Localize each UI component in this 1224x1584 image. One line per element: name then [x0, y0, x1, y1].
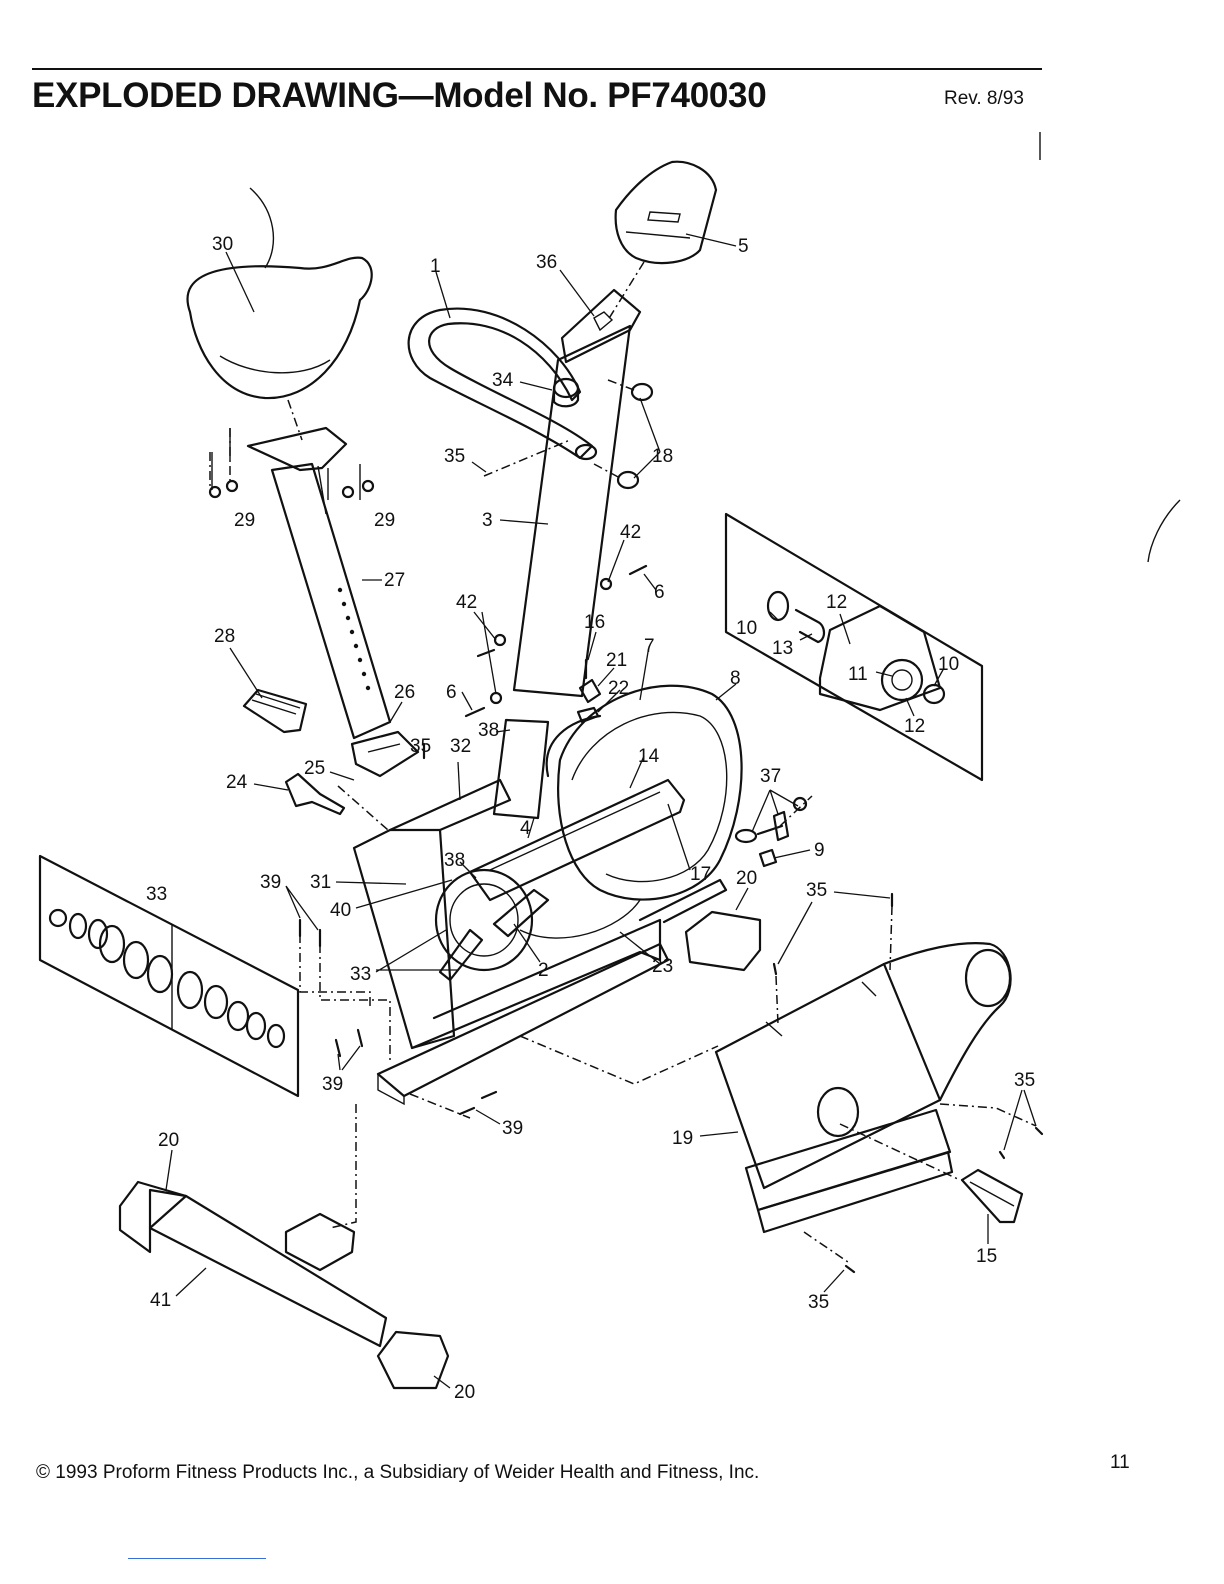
callout-13: 13 — [772, 638, 793, 659]
callout-39-upper: 39 — [260, 872, 281, 893]
part-rear-stabilizer — [120, 1182, 448, 1388]
callout-9: 9 — [814, 840, 825, 861]
callout-20-bottom: 20 — [454, 1382, 475, 1403]
assembly-lines — [210, 428, 1036, 1262]
callout-20-left: 20 — [158, 1130, 179, 1151]
callout-28: 28 — [214, 626, 235, 647]
part-tension-knob — [554, 379, 578, 406]
callout-29-left: 29 — [234, 510, 255, 531]
copyright-footer: © 1993 Proform Fitness Products Inc., a … — [36, 1462, 759, 1484]
callout-42-upper: 42 — [620, 522, 641, 543]
part-screws — [300, 744, 1042, 1272]
callout-labels: 30 1 36 5 34 35 18 29 29 3 42 27 6 42 12… — [146, 234, 1035, 1403]
callout-6-left: 6 — [446, 682, 457, 703]
callout-21: 21 — [606, 650, 627, 671]
callout-39-lower: 39 — [502, 1118, 523, 1139]
callout-30: 30 — [212, 234, 233, 255]
part-flywheel-cover — [547, 686, 742, 900]
callout-37: 37 — [760, 766, 781, 787]
callout-32: 32 — [450, 736, 471, 757]
part-seat-knob — [286, 774, 344, 814]
callout-36: 36 — [536, 252, 557, 273]
callout-23: 23 — [652, 956, 673, 977]
callout-42-lower: 42 — [456, 592, 477, 613]
callout-6-right: 6 — [654, 582, 665, 603]
part-end-cap-right — [686, 912, 760, 970]
part-left-pedal — [244, 690, 306, 732]
callout-10-right: 10 — [938, 654, 959, 675]
part-belt — [520, 900, 640, 938]
callout-35-bottom: 35 — [808, 1292, 829, 1313]
callout-16: 16 — [584, 612, 605, 633]
callout-38-upper: 38 — [478, 720, 499, 741]
callout-18: 18 — [652, 446, 673, 467]
callout-3: 3 — [482, 510, 493, 531]
page-number: 11 — [1110, 1452, 1130, 1474]
callout-25: 25 — [304, 758, 325, 779]
callout-41: 41 — [150, 1290, 171, 1311]
callout-15: 15 — [976, 1246, 997, 1267]
callout-12-upper: 12 — [826, 592, 847, 613]
margin-mark — [1148, 500, 1180, 562]
callout-33-frame: 33 — [350, 964, 371, 985]
callout-38-lower: 38 — [444, 850, 465, 871]
callout-26: 26 — [394, 682, 415, 703]
callout-12-lower: 12 — [904, 716, 925, 737]
part-chain-guard — [470, 780, 684, 900]
callout-27: 27 — [384, 570, 405, 591]
callout-11: 11 — [848, 664, 868, 685]
callout-1: 1 — [430, 256, 441, 277]
part-seat-knob-bracket — [352, 732, 418, 776]
callout-2: 2 — [538, 960, 549, 981]
callout-40: 40 — [330, 900, 351, 921]
part-computer — [616, 162, 716, 263]
callout-7: 7 — [644, 636, 655, 657]
part-flywheel-hardware — [736, 798, 806, 866]
part-side-cover — [716, 943, 1011, 1232]
callout-19: 19 — [672, 1128, 693, 1149]
callout-34: 34 — [492, 370, 514, 391]
callout-35-side: 35 — [1014, 1070, 1035, 1091]
callout-20-right: 20 — [736, 868, 757, 889]
part-seat-post — [272, 464, 390, 738]
part-seat-bracket — [210, 428, 373, 500]
callout-31: 31 — [310, 872, 331, 893]
callout-39-left: 39 — [322, 1074, 343, 1095]
callout-22: 22 — [608, 678, 629, 699]
callout-4: 4 — [520, 818, 531, 839]
callout-33-inset: 33 — [146, 884, 167, 905]
part-main-frame — [354, 780, 726, 1104]
callout-24: 24 — [226, 772, 248, 793]
callout-35-upper: 35 — [444, 446, 465, 467]
part-seat — [188, 188, 372, 398]
callout-5: 5 — [738, 236, 749, 257]
callout-10-left: 10 — [736, 618, 757, 639]
part-end-caps — [618, 384, 652, 488]
part-right-pedal — [962, 1170, 1022, 1222]
callout-35-right: 35 — [806, 880, 827, 901]
link-underline — [128, 1558, 266, 1559]
callout-17: 17 — [690, 864, 711, 885]
callout-8: 8 — [730, 668, 741, 689]
callout-35-mid: 35 — [410, 736, 431, 757]
inset-sprocket-detail — [726, 514, 982, 780]
part-crank-sprocket — [436, 870, 548, 980]
callout-29-right: 29 — [374, 510, 395, 531]
callout-14: 14 — [638, 746, 660, 767]
